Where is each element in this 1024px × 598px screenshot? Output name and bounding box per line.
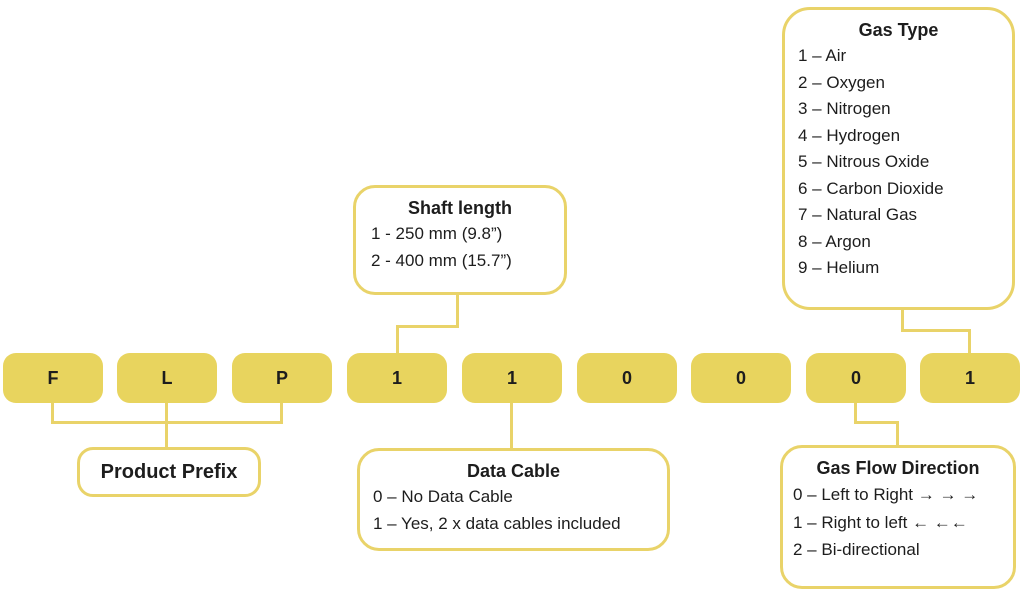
code-box-5: 1 <box>462 353 562 403</box>
data-cable-callout: Data Cable 0 – No Data Cable 1 – Yes, 2 … <box>357 448 670 551</box>
gas-type-item: 2 – Oxygen <box>798 72 885 92</box>
code-box-4: 1 <box>347 353 447 403</box>
gas-type-item: 1 – Air <box>798 46 847 65</box>
gas-flow-direction-item: 0 – Left to Right → → → <box>793 485 979 504</box>
code-box-3: P <box>232 353 332 403</box>
data-cable-item: 0 – No Data Cable <box>373 487 513 506</box>
product-prefix-title: Product Prefix <box>100 460 238 483</box>
connector-line <box>968 329 971 353</box>
connector-line <box>854 421 899 424</box>
gas-flow-direction-callout: Gas Flow Direction 0 – Left to Right → →… <box>780 445 1016 589</box>
shaft-length-item: 2 - 400 mm (15.7”) <box>371 250 512 270</box>
code-box-1: F <box>3 353 103 403</box>
gas-type-item: 4 – Hydrogen <box>798 125 901 145</box>
gas-type-item: 6 – Carbon Dioxide <box>798 178 944 198</box>
gas-type-item: 5 – Nitrous Oxide <box>798 152 930 171</box>
connector-line <box>854 402 857 424</box>
code-box-8: 0 <box>806 353 906 403</box>
connector-line <box>456 295 459 328</box>
gas-flow-direction-item: 1 – Right to left ← ←← <box>793 512 968 532</box>
shaft-length-title: Shaft length <box>408 198 512 218</box>
connector-line <box>901 308 904 332</box>
gas-flow-direction-title: Gas Flow Direction <box>816 458 980 478</box>
gas-flow-direction-item: 2 – Bi-directional <box>793 540 920 559</box>
connector-line <box>901 329 971 332</box>
data-cable-title: Data Cable <box>466 461 561 481</box>
gas-type-item: 7 – Natural Gas <box>798 205 918 224</box>
gas-type-title: Gas Type <box>858 20 939 40</box>
shaft-length-callout: Shaft length 1 - 250 mm (9.8”) 2 - 400 m… <box>353 185 567 295</box>
gas-type-item: 9 – Helium <box>798 258 880 277</box>
connector-line <box>510 402 513 448</box>
code-box-2: L <box>117 353 217 403</box>
data-cable-item: 1 – Yes, 2 x data cables included <box>373 513 621 533</box>
connector-line <box>396 325 459 328</box>
connector-line <box>396 325 399 353</box>
connector-line <box>165 402 168 447</box>
gas-type-callout: Gas Type 1 – Air 2 – Oxygen 3 – Nitrogen… <box>782 7 1015 310</box>
connector-line <box>51 421 283 424</box>
connector-line <box>51 402 54 424</box>
gas-type-item: 3 – Nitrogen <box>798 99 891 118</box>
code-box-9: 1 <box>920 353 1020 403</box>
product-prefix-callout: Product Prefix <box>77 447 261 497</box>
gas-type-item: 8 – Argon <box>798 231 871 251</box>
shaft-length-item: 1 - 250 mm (9.8”) <box>371 224 503 243</box>
code-box-7: 0 <box>691 353 791 403</box>
code-box-6: 0 <box>577 353 677 403</box>
connector-line <box>280 402 283 424</box>
connector-line <box>896 421 899 445</box>
